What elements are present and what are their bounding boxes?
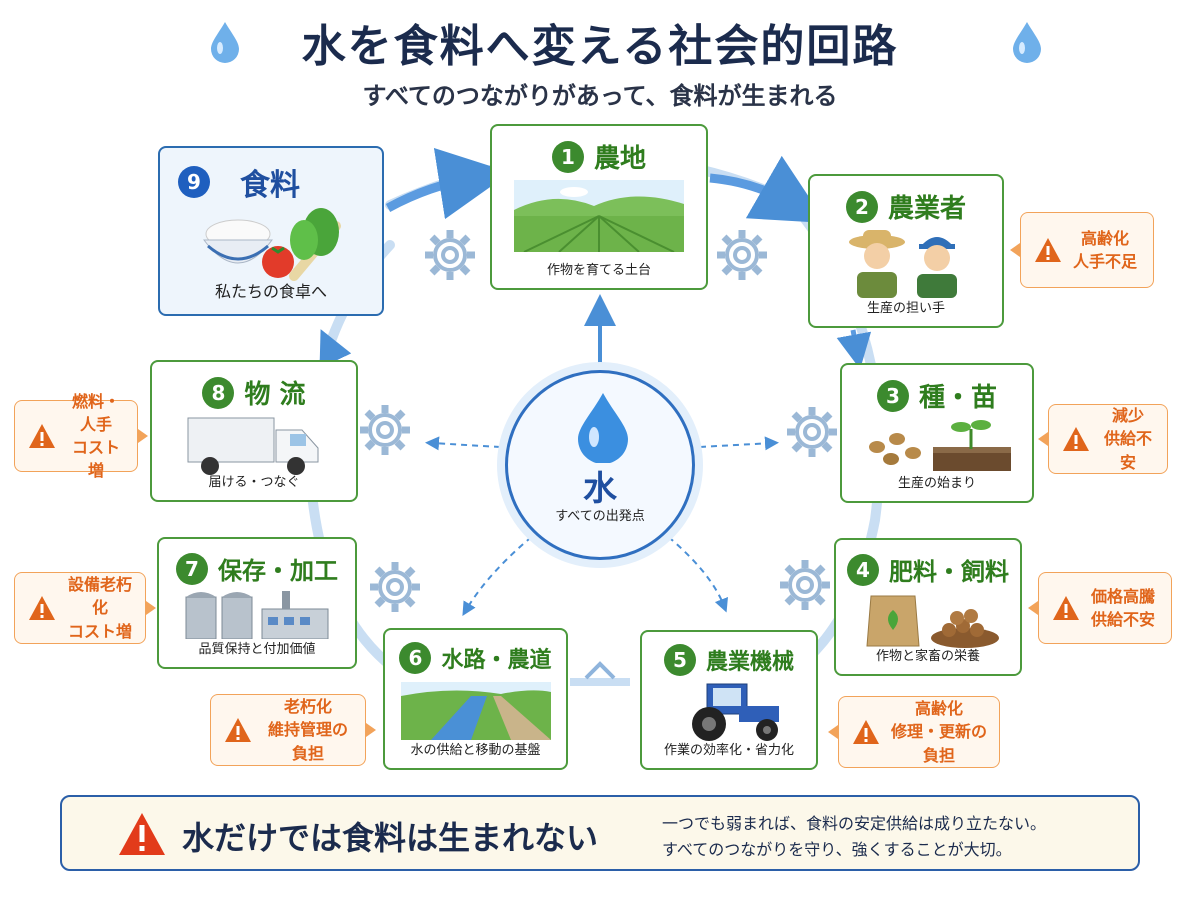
node-caption: 作業の効率化・省力化 [663, 743, 794, 758]
warning-line2: 人手不足 [1073, 252, 1138, 271]
warning-icon [225, 718, 251, 742]
warning-icon [1035, 238, 1061, 262]
farmland-icon [514, 180, 684, 252]
node-number: 7 [176, 552, 208, 585]
warning-storage: 設備老朽化コスト増 [14, 572, 146, 644]
warning-line2: 修理・更新の負担 [891, 722, 988, 765]
page-subtitle: すべてのつながりがあって、食料が生まれる [362, 82, 838, 110]
node-waterways: 6 水路・農道 水の供給と移動の基盤 [383, 628, 568, 770]
node-title: 種・苗 [918, 383, 997, 413]
tractor-icon [692, 683, 779, 741]
warning-pointer [1038, 432, 1048, 446]
node-number: 5 [663, 644, 696, 676]
node-food: 9 食料 私たちの食卓へ [158, 146, 384, 316]
warning-pointer [366, 723, 376, 737]
node-farmers: 2 農業者 生産の担い手 [808, 174, 1004, 328]
footer-main: 水だけでは食料は生まれない [182, 819, 599, 857]
warning-fertilizer: 価格高騰供給不安 [1038, 572, 1172, 644]
center-word: 水 [583, 469, 617, 509]
node-caption: 私たちの食卓へ [214, 282, 327, 301]
warning-line1: 高齢化 [1081, 228, 1130, 248]
warning-pointer [146, 601, 156, 615]
node-title: 保存・加工 [218, 557, 338, 585]
food-illustration [160, 206, 382, 282]
warning-seeds: 減少供給不安 [1048, 404, 1168, 474]
node-title: 物 流 [244, 380, 306, 410]
farmers-icon [849, 230, 957, 298]
footer-line1: 一つでも弱まれば、食料の安定供給は成り立たない。 [662, 814, 1047, 833]
node-number: 3 [876, 379, 909, 412]
footer-callout: 水だけでは食料は生まれない 一つでも弱まれば、食料の安定供給は成り立たない。 す… [60, 795, 1140, 871]
node-caption: 品質保持と付加価値 [198, 642, 316, 657]
node-number: 4 [847, 553, 879, 586]
node-title: 農地 [593, 144, 646, 174]
warning-icon [853, 720, 879, 744]
node-fertilizer: 4 肥料・飼料 作物と家畜の栄養 [834, 538, 1022, 676]
warning-line1: 設備老朽化 [67, 575, 132, 618]
warning-line1: 価格高騰 [1091, 586, 1156, 606]
center-caption: すべての出発点 [555, 509, 645, 524]
warning-pointer [1010, 243, 1020, 257]
warning-line1: 高齢化 [914, 699, 963, 719]
center-water: 水 すべての出発点 [505, 370, 695, 560]
warning-line1: 減少 [1111, 406, 1144, 426]
node-title: 肥料・飼料 [889, 558, 1009, 586]
warning-line2: 維持管理の負担 [267, 720, 348, 763]
node-number: 2 [845, 190, 878, 223]
node-storage: 7 保存・加工 品質保持と付加価値 [157, 537, 357, 669]
warning-icon [1053, 596, 1079, 620]
node-farmland: 1 農地 作物を育てる土台 [490, 124, 708, 290]
node-number: 8 [202, 376, 235, 409]
warning-pointer [1028, 601, 1038, 615]
node-caption: 作物を育てる土台 [546, 263, 651, 278]
node-caption: 生産の担い手 [866, 301, 945, 316]
node-caption: 水の供給と移動の基盤 [410, 743, 541, 758]
warning-logistics: 燃料・人手コスト増 [14, 392, 138, 480]
warning-pointer [138, 429, 148, 443]
node-seeds: 3 種・苗 生産の始まり [840, 363, 1034, 503]
node-number: 1 [551, 140, 584, 173]
node-logistics: 8 物 流 届ける・つなぐ [150, 360, 358, 502]
warning-farmers: 高齢化人手不足 [1020, 212, 1154, 288]
page-title: 水を食料へ変える社会的回路 [301, 21, 899, 72]
warning-icon [1063, 427, 1089, 451]
seeds-seedling-icon [869, 420, 1011, 471]
node-caption: 届ける・つなぐ [208, 475, 300, 490]
node-title: 食料 [240, 168, 300, 203]
warning-line2: コスト増 [67, 621, 132, 641]
silo-factory-icon [185, 591, 329, 639]
warning-icon [29, 424, 55, 448]
warning-line2: 供給不安 [1103, 429, 1152, 472]
warning-waterways: 老朽化維持管理の負担 [210, 694, 366, 766]
warning-icon [29, 596, 55, 620]
fertilizer-bag-icon [866, 595, 999, 648]
waterway-road-icon [400, 682, 551, 740]
node-title: 農業者 [887, 194, 966, 224]
node-title: 農業機械 [705, 650, 794, 675]
warning-line1: 燃料・人手 [71, 391, 120, 434]
water-drop-icon [578, 393, 628, 463]
warning-icon [119, 813, 165, 855]
node-number: 6 [399, 642, 432, 674]
node-number: 9 [178, 166, 210, 198]
rice-vegetables-icon [203, 208, 341, 281]
node-title: 水路・農道 [441, 648, 552, 673]
warning-line2: 供給不安 [1091, 610, 1156, 629]
warning-line1: 老朽化 [283, 697, 332, 717]
water-drop-icon [211, 22, 239, 63]
warning-line2: コスト増 [71, 438, 120, 481]
water-drop-icon [1013, 22, 1041, 63]
warning-pointer [828, 725, 838, 739]
warning-machinery: 高齢化修理・更新の負担 [838, 696, 1000, 768]
node-machinery: 5 農業機械 作業の効率化・省力化 [640, 630, 818, 770]
truck-icon [187, 417, 319, 475]
node-caption: 生産の始まり [897, 476, 976, 491]
node-caption: 作物と家畜の栄養 [875, 649, 980, 664]
footer-line2: すべてのつながりを守り、強くすることが大切。 [662, 840, 1012, 859]
